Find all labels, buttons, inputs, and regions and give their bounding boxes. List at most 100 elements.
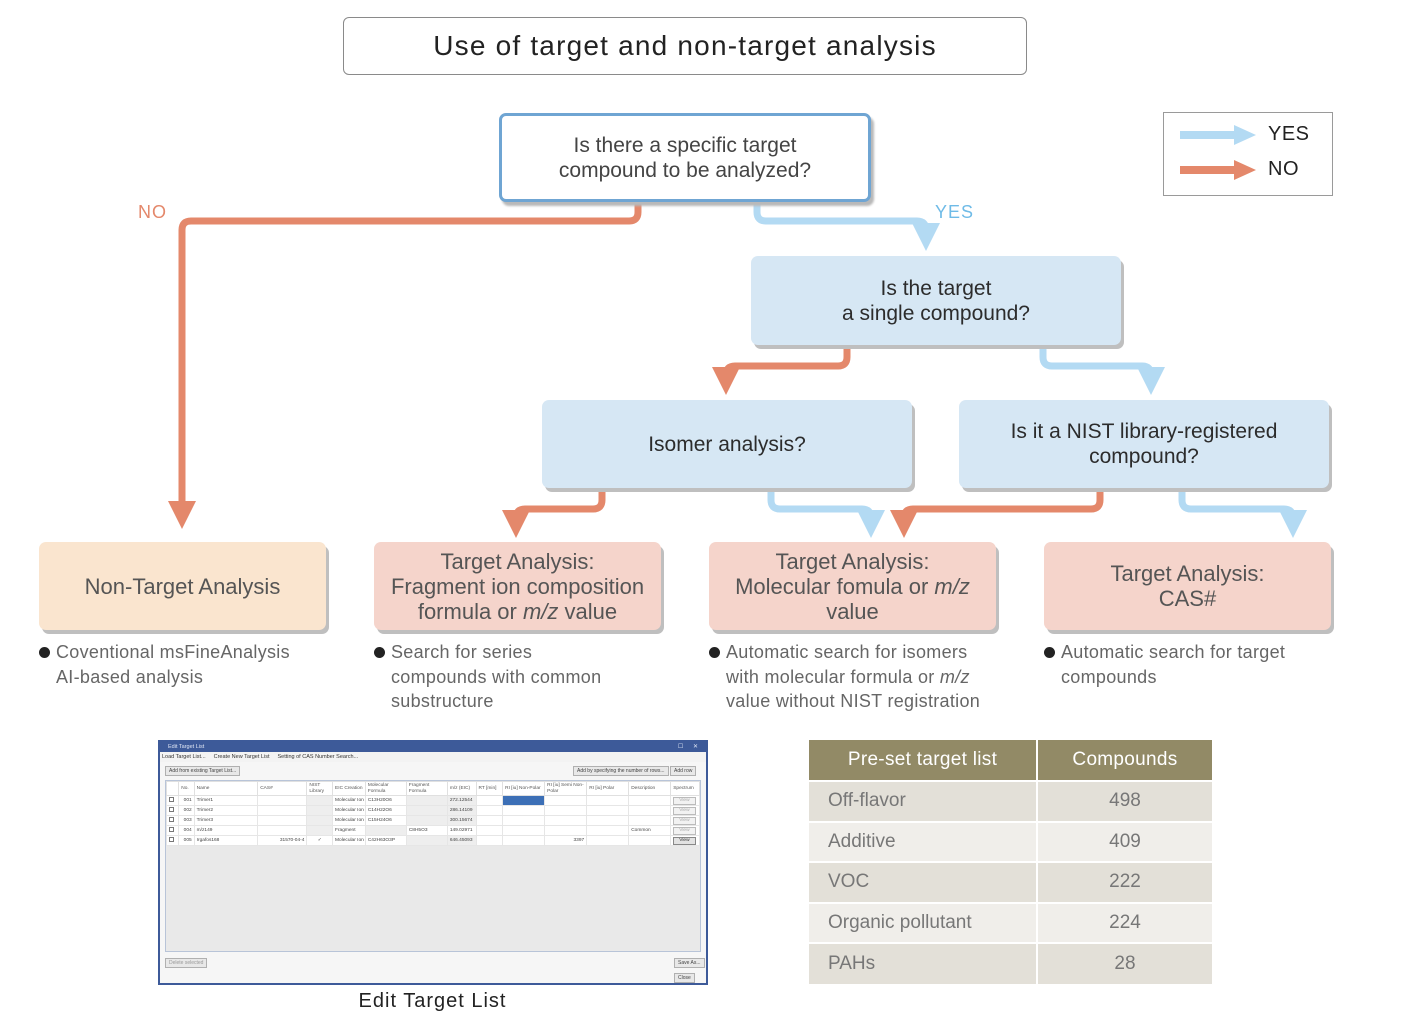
close-button[interactable]: Close bbox=[674, 973, 695, 983]
grid-cell-desc[interactable] bbox=[628, 815, 672, 826]
grid-cell-cas[interactable] bbox=[257, 795, 308, 806]
menu-create-new-target-list[interactable]: Create New Target List bbox=[213, 754, 270, 760]
add-row-button[interactable]: Add row bbox=[670, 766, 697, 776]
grid-cell-cas[interactable] bbox=[257, 805, 308, 816]
grid-cell-rt[interactable] bbox=[475, 825, 504, 836]
grid-cell-mol[interactable]: C42H63O3P bbox=[364, 835, 407, 846]
grid-cell-name[interactable]: Trimer2 bbox=[193, 805, 259, 816]
grid-cell-no[interactable]: 001 bbox=[178, 795, 195, 806]
grid-cell-ri_p[interactable] bbox=[586, 795, 630, 806]
grid-cell-ri_snp[interactable] bbox=[544, 825, 588, 836]
grid-cell-ri_snp[interactable] bbox=[544, 805, 588, 816]
view-spectrum-button[interactable]: View bbox=[673, 796, 696, 805]
grid-cell-ri_np[interactable] bbox=[502, 835, 546, 846]
grid-column-header[interactable]: RI [iu] Polar bbox=[586, 781, 630, 796]
grid-cell-frag[interactable]: C8H5O3 bbox=[405, 825, 448, 836]
grid-cell-no[interactable]: 003 bbox=[178, 815, 195, 826]
grid-cell-nist[interactable] bbox=[306, 815, 334, 826]
grid-column-header[interactable]: CAS# bbox=[257, 781, 308, 796]
grid-cell-rt[interactable] bbox=[475, 815, 504, 826]
grid-column-header[interactable]: Description bbox=[628, 781, 672, 796]
grid-cell-desc[interactable] bbox=[628, 795, 672, 806]
menu-cas-search-setting[interactable]: Setting of CAS Number Search... bbox=[277, 754, 359, 760]
grid-column-header[interactable]: RI [iu] Non-Polar bbox=[502, 781, 546, 796]
grid-cell-mz[interactable]: 646.45093 bbox=[446, 835, 477, 846]
grid-column-header[interactable]: Fragment Formula bbox=[405, 781, 448, 796]
grid-cell-mol[interactable]: C14H22O6 bbox=[364, 805, 407, 816]
row-checkbox[interactable] bbox=[169, 837, 174, 842]
grid-cell-rt[interactable] bbox=[475, 835, 504, 846]
grid-cell-mol[interactable]: C15H24O6 bbox=[364, 815, 407, 826]
grid-cell-eic[interactable]: Molecular Ion bbox=[332, 795, 366, 806]
add-from-existing-button[interactable]: Add from existing Target List... bbox=[165, 766, 241, 776]
grid-cell-nist[interactable] bbox=[306, 795, 334, 806]
grid-cell-no[interactable]: 004 bbox=[178, 825, 195, 836]
grid-column-header[interactable]: RI [iu] Semi Non-Polar bbox=[544, 781, 588, 796]
grid-cell-eic[interactable]: Molecular Ion bbox=[332, 805, 366, 816]
grid-cell-mol[interactable]: C13H20O6 bbox=[364, 795, 407, 806]
grid-cell-desc[interactable] bbox=[628, 835, 672, 846]
grid-cell-ri_snp[interactable] bbox=[544, 815, 588, 826]
grid-cell-eic[interactable]: Molecular Ion bbox=[332, 815, 366, 826]
delete-selected-button[interactable]: Delete selected bbox=[165, 958, 208, 968]
grid-column-header[interactable]: Spectrum bbox=[670, 781, 700, 796]
grid-cell-ri_np[interactable] bbox=[502, 815, 546, 826]
grid-cell-cas[interactable]: 31570-04-4 bbox=[257, 835, 308, 846]
grid-cell-mz[interactable]: 149.02971 bbox=[446, 825, 477, 836]
grid-cell-cas[interactable] bbox=[257, 825, 308, 836]
view-spectrum-button[interactable]: View bbox=[673, 826, 696, 835]
grid-cell-mz[interactable]: 272.12544 bbox=[446, 795, 477, 806]
grid-cell-rt[interactable] bbox=[475, 805, 504, 816]
grid-cell-ri_np[interactable] bbox=[502, 795, 546, 806]
menu-load-target-list[interactable]: Load Target List... bbox=[162, 754, 206, 760]
grid-cell-ri_snp[interactable] bbox=[544, 795, 588, 806]
grid-cell-ri_np[interactable] bbox=[502, 825, 546, 836]
grid-cell-name[interactable]: Trimer3 bbox=[193, 815, 259, 826]
row-checkbox[interactable] bbox=[169, 817, 174, 822]
grid-cell-ri_p[interactable] bbox=[586, 825, 630, 836]
grid-cell-desc[interactable] bbox=[628, 805, 672, 816]
row-checkbox[interactable] bbox=[169, 827, 174, 832]
add-by-rows-button[interactable]: Add by specifying the number of rows... bbox=[573, 766, 669, 776]
grid-cell-mz[interactable]: 286.14109 bbox=[446, 805, 477, 816]
save-as-button[interactable]: Save As... bbox=[674, 958, 705, 968]
grid-cell-frag[interactable] bbox=[405, 835, 448, 846]
grid-cell-desc[interactable]: Common bbox=[628, 825, 672, 836]
grid-column-header[interactable]: RT [min] bbox=[475, 781, 504, 796]
grid-cell-frag[interactable] bbox=[405, 805, 448, 816]
grid-cell-ri_p[interactable] bbox=[586, 815, 630, 826]
view-spectrum-button[interactable]: View bbox=[673, 806, 696, 815]
row-checkbox[interactable] bbox=[169, 797, 174, 802]
grid-cell-ri_snp[interactable]: 3397 bbox=[544, 835, 588, 846]
grid-cell-eic[interactable]: Molecular Ion bbox=[332, 835, 366, 846]
view-spectrum-button[interactable]: View bbox=[673, 836, 696, 845]
grid-cell-ri_np[interactable] bbox=[502, 805, 546, 816]
grid-cell-name[interactable]: m/z149 bbox=[193, 825, 259, 836]
grid-column-header[interactable]: NIST Library bbox=[306, 781, 334, 796]
grid-cell-name[interactable]: Trimer1 bbox=[193, 795, 259, 806]
row-checkbox[interactable] bbox=[169, 807, 174, 812]
grid-column-header[interactable]: m/z (EIC) bbox=[446, 781, 477, 796]
window-controls[interactable]: ☐ ✕ bbox=[677, 744, 702, 750]
grid-cell-name[interactable]: Irgafos168 bbox=[193, 835, 259, 846]
grid-cell-rt[interactable] bbox=[475, 795, 504, 806]
grid-cell-no[interactable]: 005 bbox=[178, 835, 195, 846]
grid-cell-frag[interactable] bbox=[405, 795, 448, 806]
grid-cell-frag[interactable] bbox=[405, 815, 448, 826]
grid-cell-cas[interactable] bbox=[257, 815, 308, 826]
view-spectrum-button[interactable]: View bbox=[673, 816, 696, 825]
grid-cell-mol[interactable] bbox=[364, 825, 407, 836]
grid-cell-ri_p[interactable] bbox=[586, 835, 630, 846]
grid-column-header[interactable]: No. bbox=[178, 781, 195, 796]
grid-column-header[interactable] bbox=[165, 781, 180, 796]
grid-cell-mz[interactable]: 300.15674 bbox=[446, 815, 477, 826]
grid-column-header[interactable]: EIC Creation bbox=[332, 781, 366, 796]
grid-cell-nist[interactable] bbox=[306, 825, 334, 836]
grid-cell-no[interactable]: 002 bbox=[178, 805, 195, 816]
grid-cell-nist[interactable]: ✓ bbox=[306, 835, 334, 846]
